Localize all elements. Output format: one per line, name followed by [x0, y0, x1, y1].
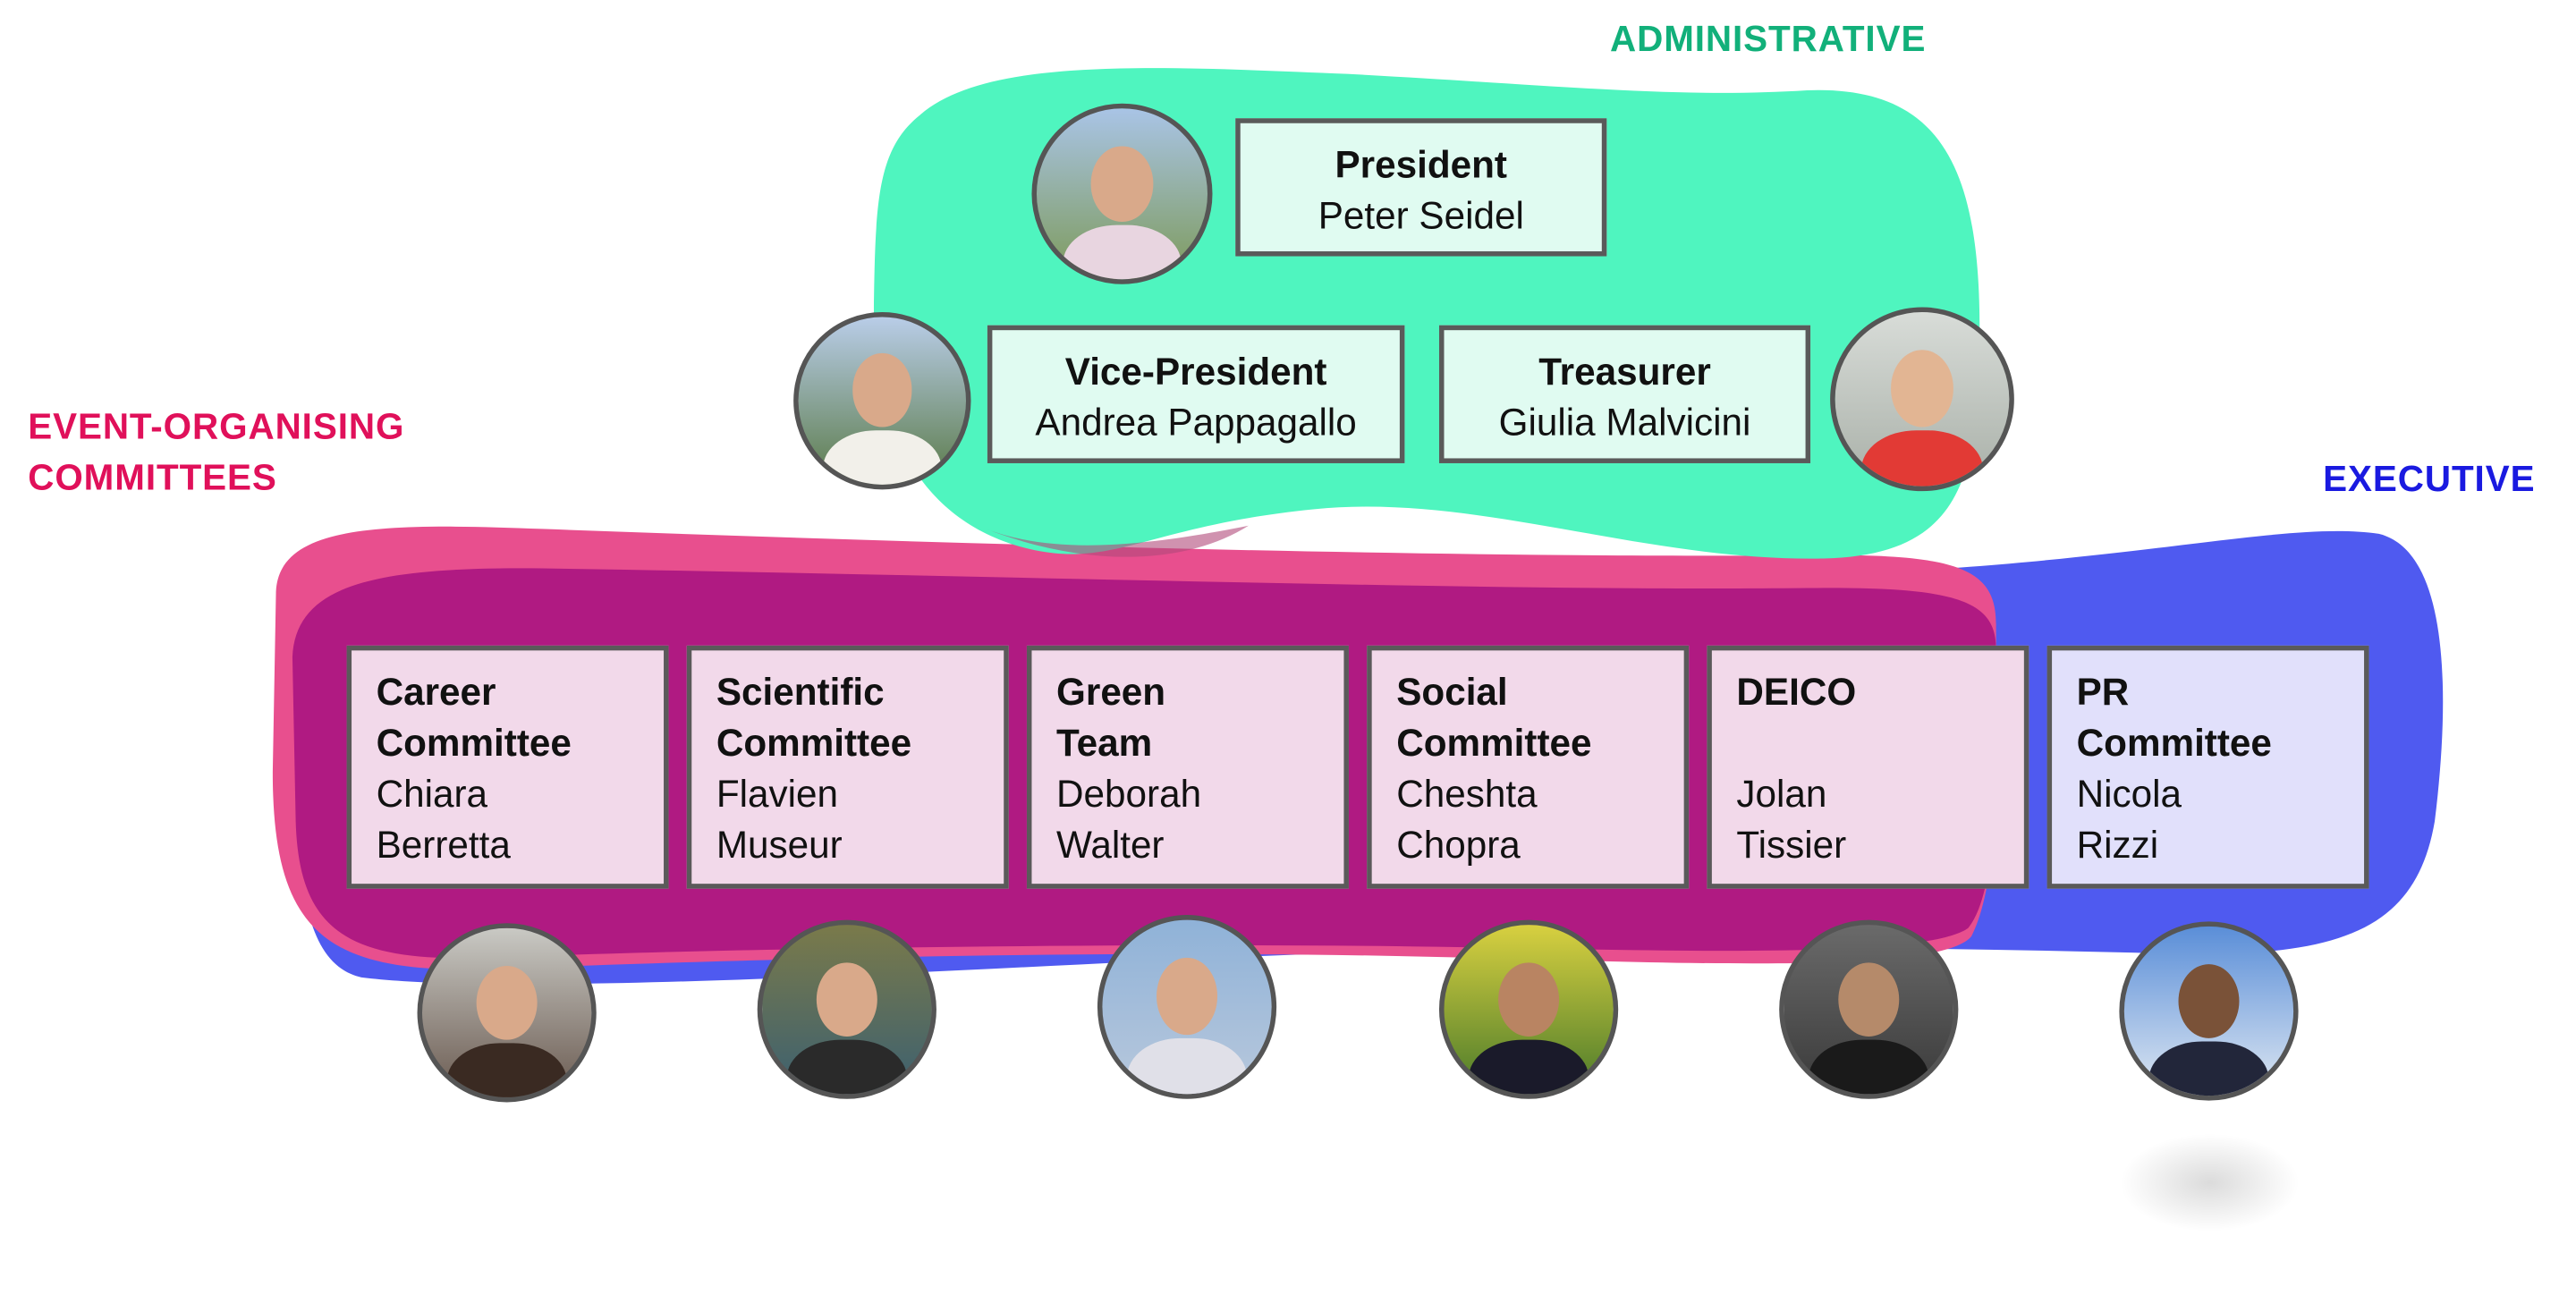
person-name: Chiara	[376, 772, 488, 816]
person-name: Walter	[1056, 823, 1165, 866]
avatar-social	[1438, 919, 1619, 1099]
treasurer-box: Treasurer Giulia Malvicini	[1438, 325, 1811, 463]
committee-title: Social	[1396, 670, 1508, 714]
person-name: Giulia Malvicini	[1498, 401, 1751, 444]
avatar-vice-president	[793, 311, 971, 490]
committee-title: PR	[2076, 670, 2130, 714]
avatar-deico	[1779, 919, 1959, 1099]
person-name: Tissier	[1736, 823, 1847, 866]
committee-title: Committee	[716, 721, 912, 765]
avatar-green-team	[1097, 915, 1277, 1099]
avatar-treasurer	[1830, 307, 2014, 492]
event-label-line1: EVENT-ORGANISING	[28, 405, 405, 447]
committee-title: Career	[376, 670, 496, 714]
person-name: Cheshta	[1396, 772, 1538, 816]
person-name: Flavien	[716, 772, 839, 816]
committee-title: Green	[1056, 670, 1166, 714]
person-name: Andrea Pappagallo	[1035, 401, 1357, 444]
event-label-line2: COMMITTEES	[28, 456, 277, 498]
avatar-pr	[2119, 921, 2299, 1101]
vice-president-box: Vice-President Andrea Pappagallo	[987, 325, 1405, 463]
president-box: President Peter Seidel	[1235, 118, 1607, 257]
committee-title: Committee	[376, 721, 572, 765]
role: Vice-President	[1064, 350, 1327, 393]
committee-title: Committee	[2076, 721, 2272, 765]
person-name: Jolan	[1736, 772, 1827, 816]
role: President	[1335, 142, 1508, 186]
committee-title: Scientific	[716, 670, 885, 714]
drop-shadow	[2119, 1133, 2301, 1232]
person-name: Museur	[716, 823, 843, 866]
event-organising-label: EVENT-ORGANISING COMMITTEES	[28, 401, 404, 503]
administrative-label: ADMINISTRATIVE	[1609, 18, 1927, 60]
committee-title: Team	[1056, 721, 1153, 765]
person-name: Nicola	[2076, 772, 2182, 816]
committee-title	[1736, 718, 2023, 769]
avatar-career	[417, 923, 597, 1103]
person-name: Peter Seidel	[1318, 193, 1524, 237]
committee-title: DEICO	[1736, 670, 1857, 714]
person-name: Berretta	[376, 823, 511, 866]
committee-title: Committee	[1396, 721, 1592, 765]
person-name: Chopra	[1396, 823, 1521, 866]
admin-event-overlap	[986, 525, 1249, 557]
avatar-president	[1031, 103, 1213, 284]
role: Treasurer	[1538, 350, 1711, 393]
executive-label: EXECUTIVE	[2323, 458, 2536, 500]
person-name: Rizzi	[2076, 823, 2159, 866]
avatar-scientific	[757, 919, 936, 1099]
person-name: Deborah	[1056, 772, 1202, 816]
